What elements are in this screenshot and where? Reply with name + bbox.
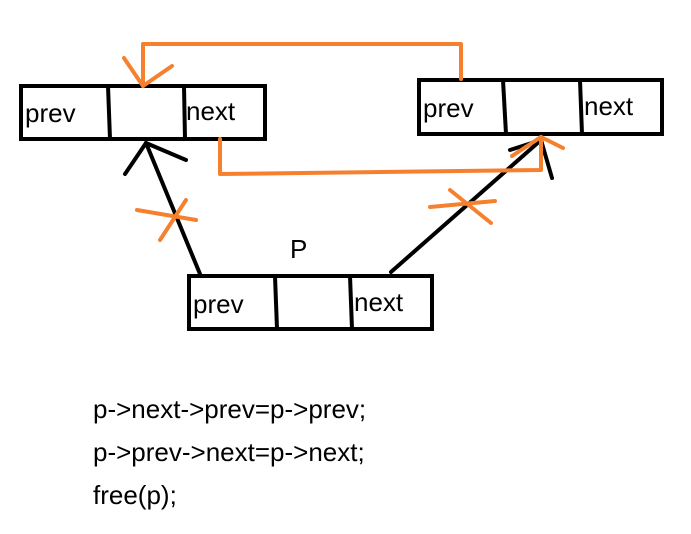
p-prev-pointer-arrow: [123, 141, 202, 276]
new-next-link-arrow: [218, 135, 565, 176]
right-node: prev next: [417, 78, 664, 136]
right-node-next-label: next: [584, 91, 634, 121]
code-line-3: free(p);: [93, 480, 177, 510]
p-node: P prev next: [187, 234, 434, 331]
p-node-divider-1: [273, 275, 279, 330]
left-node-divider-1: [106, 85, 112, 140]
cross-out-mark-next: [428, 188, 497, 225]
code-line-2: p->prev->next=p->next;: [93, 437, 365, 467]
left-node-next-label: next: [186, 96, 236, 126]
p-node-prev-label: prev: [193, 289, 244, 319]
right-node-box: [417, 78, 664, 136]
left-node-prev-label: prev: [25, 98, 76, 128]
right-node-prev-label: prev: [423, 93, 474, 123]
cross-out-mark-prev: [135, 198, 198, 242]
code-line-1: p->next->prev=p->prev;: [93, 394, 367, 424]
p-node-divider-2: [348, 275, 354, 330]
left-node-divider-2: [182, 85, 187, 140]
p-node-next-label: next: [354, 287, 404, 317]
right-node-divider-1: [501, 79, 508, 135]
new-prev-link-arrow: [122, 42, 463, 88]
p-node-box: [187, 274, 434, 331]
p-node-name: P: [290, 234, 307, 264]
left-node: prev next: [19, 84, 267, 141]
right-node-divider-2: [578, 79, 584, 135]
